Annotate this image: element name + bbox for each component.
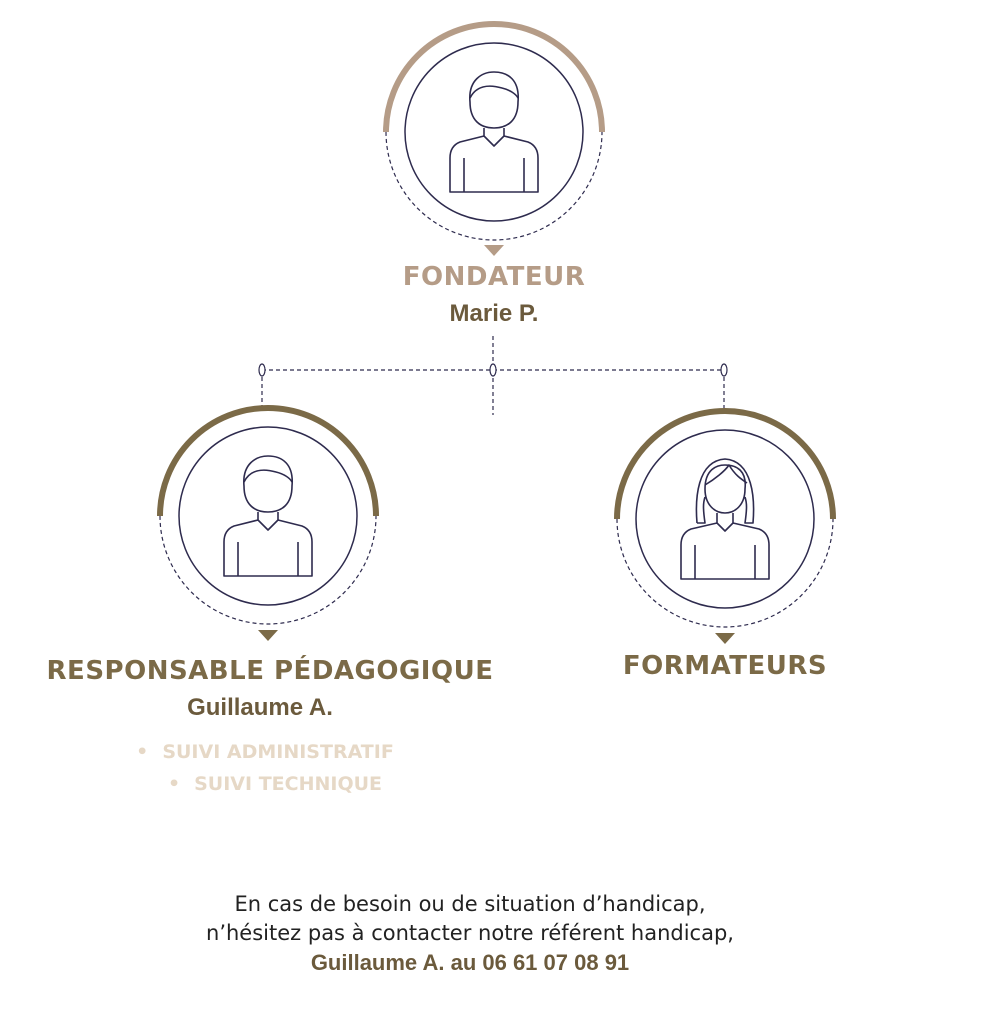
founder-name: Marie P. bbox=[449, 300, 539, 327]
trainers-arrow-icon bbox=[715, 633, 735, 644]
note-line-1: En cas de besoin ou de situation d’handi… bbox=[234, 892, 706, 916]
pedagogical-arrow-icon bbox=[258, 630, 278, 641]
pedagogical-dashed-arc bbox=[159, 515, 377, 625]
duty-label: SUIVI TECHNIQUE bbox=[194, 773, 383, 795]
note-contact: Guillaume A. au 06 61 07 08 91 bbox=[310, 950, 630, 975]
trainers-accent-arc bbox=[614, 408, 836, 520]
founder-accent-arc bbox=[383, 21, 605, 133]
bullet-dot-icon: • bbox=[167, 773, 181, 795]
connector-nodes bbox=[258, 363, 728, 377]
pedagogical-name: Guillaume A. bbox=[187, 694, 333, 721]
founder-role: FONDATEUR bbox=[402, 262, 586, 292]
founder-dashed-arc bbox=[385, 131, 603, 241]
pedagogical-role: RESPONSABLE PÉDAGOGIQUE bbox=[46, 656, 494, 686]
man-avatar-icon bbox=[449, 71, 539, 193]
founder-node-graphic bbox=[383, 21, 605, 256]
man-avatar-icon bbox=[223, 455, 313, 577]
pedagogical-duties-list: • SUIVI ADMINISTRATIF • SUIVI TECHNIQUE bbox=[0, 736, 530, 800]
pedagogical-node-graphic bbox=[157, 405, 379, 641]
founder-arrow-icon bbox=[484, 245, 504, 256]
connector-node-left bbox=[258, 363, 266, 377]
pedagogical-inner-circle bbox=[178, 426, 358, 606]
woman-avatar-icon bbox=[680, 458, 770, 580]
pedagogical-accent-arc bbox=[157, 405, 379, 517]
trainers-role: FORMATEURS bbox=[622, 651, 828, 681]
connector-node-right bbox=[720, 363, 728, 377]
handicap-note: En cas de besoin ou de situation d’handi… bbox=[0, 890, 940, 977]
duty-label: SUIVI ADMINISTRATIF bbox=[162, 741, 394, 763]
trainers-dashed-arc bbox=[616, 518, 834, 628]
connector-node-center bbox=[489, 363, 497, 377]
founder-inner-circle bbox=[404, 42, 584, 222]
duty-item: • SUIVI TECHNIQUE bbox=[0, 768, 530, 800]
duty-item: • SUIVI ADMINISTRATIF bbox=[0, 736, 530, 768]
bullet-dot-icon: • bbox=[136, 741, 149, 763]
trainers-inner-circle bbox=[635, 429, 815, 609]
note-line-2: n’hésitez pas à contacter notre référent… bbox=[206, 921, 734, 945]
trainers-node-graphic bbox=[614, 408, 836, 644]
